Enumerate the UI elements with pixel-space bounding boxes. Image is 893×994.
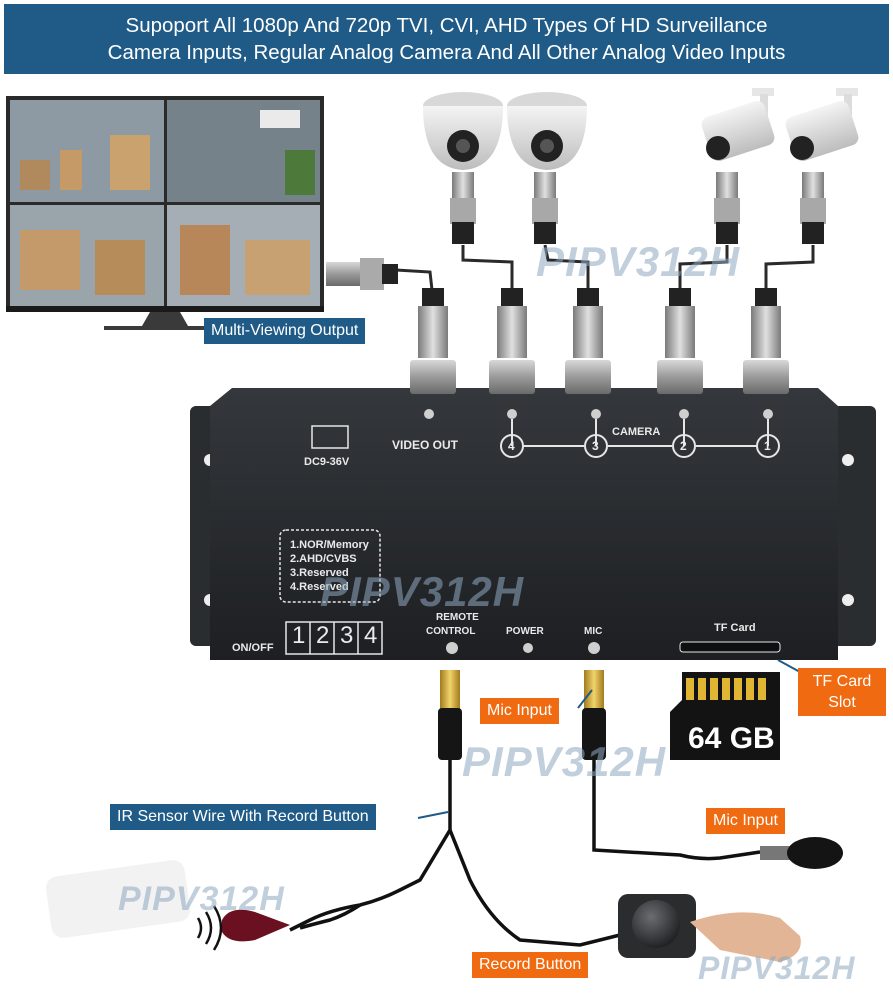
callout-lines [417, 659, 801, 819]
dip-switch-2: 2 [316, 622, 330, 649]
mic-input-label-bottom: Mic Input [706, 808, 785, 834]
dc-power-label: DC9-36V [304, 456, 350, 468]
mode-item: 3.Reserved [290, 567, 349, 579]
remote-label-2: CONTROL [426, 626, 476, 637]
sd-card [670, 672, 780, 760]
microphone [760, 837, 843, 869]
dip-switch-1: 1 [292, 622, 306, 649]
device-body [190, 360, 876, 660]
device-bnc-plugs [418, 288, 781, 358]
power-label: POWER [506, 626, 544, 637]
banner-line-2: Camera Inputs, Regular Analog Camera And… [107, 41, 786, 64]
banner-line-1: Supoport All 1080p And 720p TVI, CVI, AH… [125, 14, 768, 37]
port-number: 1 [764, 439, 771, 453]
remote-control [45, 860, 191, 938]
video-out-label: VIDEO OUT [392, 438, 459, 452]
bottom-cables [289, 760, 761, 947]
watermark: PIPV312H [698, 950, 856, 986]
camera-label: CAMERA [612, 426, 661, 438]
bullet-camera-2 [785, 88, 859, 161]
port-number: 2 [680, 439, 687, 453]
mode-item: 4.Reserved [290, 581, 349, 593]
mic-input-label-top: Mic Input [480, 698, 559, 724]
bullet-camera-1 [701, 88, 775, 161]
watermark: PIPV312H [118, 880, 285, 918]
remote-label-1: REMOTE [436, 612, 479, 623]
watermark: PIPV312H [536, 238, 741, 285]
ir-sensor-label: IR Sensor Wire With Record Button [110, 804, 376, 830]
top-banner: Supoport All 1080p And 720p TVI, CVI, AH… [4, 4, 889, 74]
mode-item: 2.AHD/CVBS [290, 553, 357, 565]
camera-bnc-plugs [450, 172, 826, 244]
tf-card-slot-label: TF Card Slot [798, 668, 886, 716]
tf-card-slot-line-2: Slot [828, 694, 856, 711]
monitor [6, 96, 324, 330]
dome-camera-2 [507, 92, 587, 170]
watermark: PIPV312H [462, 738, 667, 785]
on-off-label: ON/OFF [232, 642, 274, 654]
watermark: PIPV312H [320, 568, 525, 615]
sd-card-capacity: 64 GB [688, 722, 775, 755]
camera-cables [395, 244, 815, 291]
dip-switch-4: 4 [364, 622, 378, 649]
mode-item: 1.NOR/Memory [290, 539, 369, 551]
multi-viewing-output-label: Multi-Viewing Output [204, 318, 366, 344]
dip-switch-3: 3 [340, 622, 354, 649]
mode-list: 1.NOR/Memory 2.AHD/CVBS 3.Reserved 4.Res… [290, 538, 369, 594]
dome-camera-1 [423, 92, 503, 170]
port-number: 3 [592, 439, 599, 453]
tf-card-slot-line-1: TF Card [812, 673, 872, 690]
ir-sensor [196, 905, 290, 951]
record-button-device [618, 894, 801, 962]
tf-card-port-label: TF Card [714, 622, 756, 634]
audio-jacks [438, 670, 606, 760]
record-button-label: Record Button [472, 952, 589, 978]
port-number: 4 [508, 439, 515, 453]
mic-port-label: MIC [584, 626, 603, 637]
monitor-bnc-plug [326, 258, 398, 290]
